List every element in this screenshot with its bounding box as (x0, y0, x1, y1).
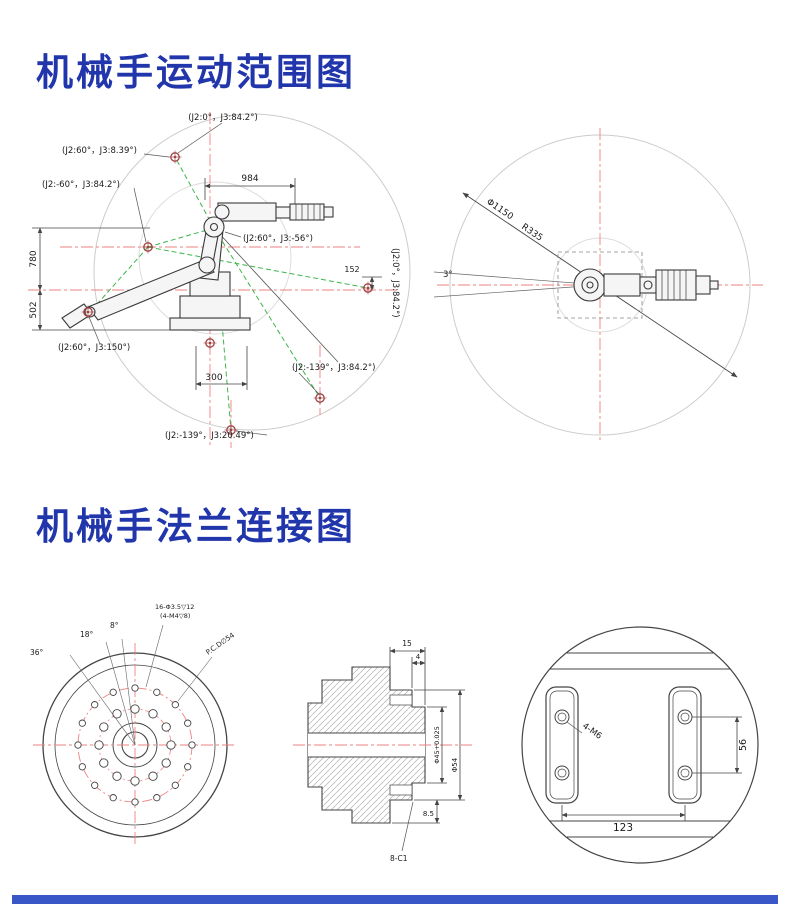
pose-label-upper-left-inner: (J2:-60°，J3:84.2°) (42, 180, 120, 190)
dimension-dia45-text: Φ45+0.025 (433, 726, 441, 763)
m6-note-text: 4-M6 (580, 721, 603, 741)
dimension-300: 300 (195, 346, 248, 390)
dimension-56: 56 (692, 716, 749, 774)
dimension-780: 780 (29, 227, 150, 291)
section-bore-lines (308, 732, 425, 758)
dimension-123-text: 123 (613, 822, 633, 834)
motion-envelope-circle (93, 113, 411, 431)
pose-label-upper-left-outer: (J2:60°，J3:8.39°) (62, 146, 137, 156)
dimension-8-5-text: 8.5 (423, 810, 434, 818)
dimension-dia54: Φ54 (414, 689, 465, 801)
motion-range-drawing: (J2:0°，J3:84.2°) (J2:60°，J3:8.39°) (J2:-… (28, 112, 763, 448)
pose-label-bottom: (J2:-139°，J3:20.49°) (165, 431, 254, 441)
dimension-152: 152 (344, 265, 382, 291)
dimension-dia45: Φ45+0.025 (427, 706, 447, 784)
dimension-15: 15 (389, 639, 426, 705)
leader-lines (88, 122, 320, 436)
section-tapped-holes (389, 694, 413, 796)
radius-335-text: R335 (519, 222, 544, 243)
motion-range-title: 机械手运动范围图 (36, 51, 356, 94)
dimension-780-text: 780 (29, 250, 39, 267)
dimension-15-text: 15 (402, 639, 412, 648)
pcd-text: P.C.D∅54 (205, 631, 237, 657)
pose-label-lower-right: (J2:-139°，J3:84.2°) (292, 363, 375, 373)
dimension-502-text: 502 (29, 301, 39, 318)
flange-detail-view: 4-M6 56 123 (521, 626, 759, 864)
gripper-stripes (295, 204, 321, 220)
angle-reference-lines (69, 624, 213, 746)
pose-label-right-vertical: (J2:0°，J3:84.2°) (390, 248, 400, 318)
bolt-pad-right (668, 686, 702, 804)
footer-bar (12, 895, 778, 904)
inner-envelope-circle (138, 181, 292, 335)
target-marker (312, 390, 328, 406)
angle-3-wedge (433, 271, 601, 298)
inner-bolt-holes (94, 704, 176, 786)
flange-section-view: 15 4 Φ45+0.025 Φ54 (293, 639, 472, 863)
dimension-123: 123 (561, 805, 686, 834)
flange-title: 机械手法兰连接图 (36, 505, 356, 548)
bolt-pad-left (545, 686, 579, 804)
dimension-4: 4 (411, 653, 426, 688)
chamfer-leader (401, 801, 414, 852)
pose-label-mid-right: (J2:60°，J3:-56°) (243, 234, 313, 244)
dimension-8-5: 8.5 (392, 799, 440, 824)
pose-label-top: (J2:0°，J3:84.2°) (188, 113, 258, 123)
side-view: (J2:0°，J3:84.2°) (J2:60°，J3:8.39°) (J2:-… (28, 112, 411, 448)
dimension-152-text: 152 (344, 265, 359, 274)
dimension-4-text: 4 (416, 653, 421, 661)
holes-note-1-text: 16-Φ3.5▽12 (155, 603, 194, 611)
dimension-dia54-text: Φ54 (451, 757, 459, 772)
m6-leader (566, 721, 583, 734)
dimension-300-text: 300 (205, 373, 222, 383)
target-marker (202, 335, 218, 351)
dimension-984-text: 984 (241, 174, 258, 184)
angle-3-text: 3° (443, 270, 453, 280)
outer-bolt-holes (74, 684, 196, 806)
robot-side-silhouette (61, 202, 334, 331)
top-gripper-stripes (661, 270, 687, 300)
dimension-502: 502 (29, 289, 172, 331)
detail-circle (521, 626, 759, 864)
target-marker (360, 280, 376, 296)
flange-drawing: 36° 18° 8° 16-Φ3.5▽12 (4-M4▽8) P.C.D∅54 (30, 603, 759, 864)
detail-chords (550, 652, 730, 838)
flange-face-view: 36° 18° 8° 16-Φ3.5▽12 (4-M4▽8) P.C.D∅54 (30, 603, 237, 847)
chamfer-note-text: 8-C1 (390, 854, 408, 863)
target-marker (140, 239, 156, 255)
dimension-984: 984 (204, 174, 296, 204)
angle-8-text: 8° (110, 621, 119, 630)
pose-label-lower-left: (J2:60°，J3:150°) (58, 343, 130, 353)
dimension-56-text: 56 (738, 739, 749, 751)
angle-36-text: 36° (30, 648, 44, 657)
target-marker (167, 149, 183, 165)
angle-18-text: 18° (80, 630, 94, 639)
diameter-1150-text: Φ1150 (484, 197, 515, 222)
holes-note-2-text: (4-M4▽8) (160, 612, 190, 620)
robot-top-silhouette (557, 251, 719, 319)
motion-range-solid-line (215, 229, 339, 363)
top-view: Φ1150 R335 3° (433, 128, 763, 442)
